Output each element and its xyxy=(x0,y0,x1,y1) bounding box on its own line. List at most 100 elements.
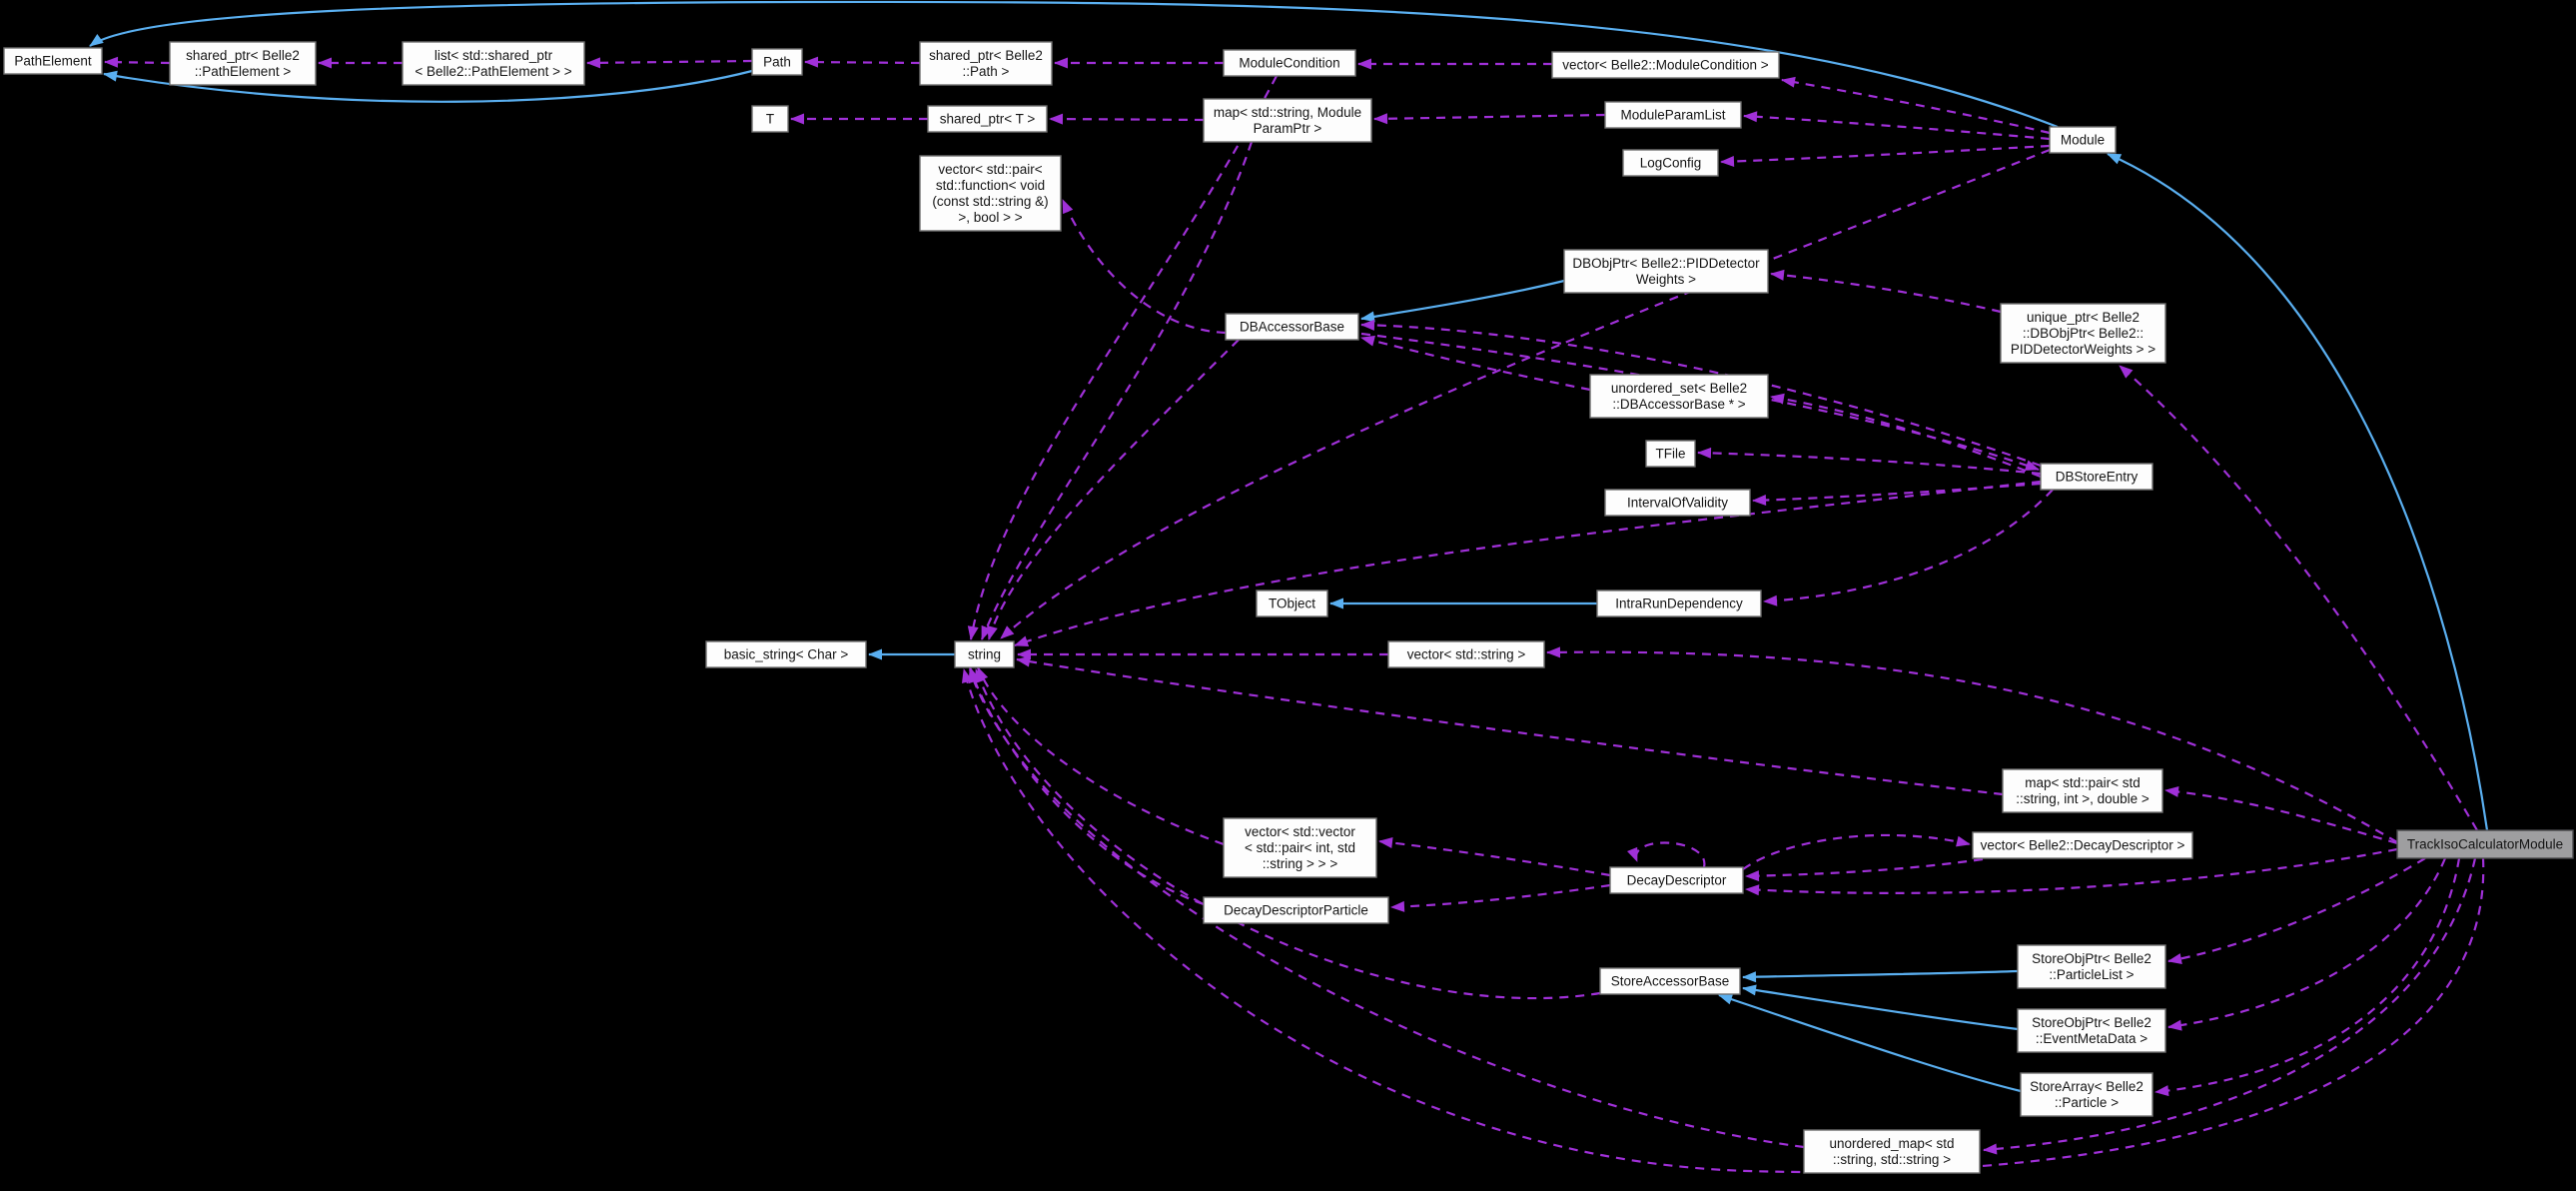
class-node-box xyxy=(1604,489,1751,517)
class-node-decayDescriptor[interactable]: DecayDescriptor xyxy=(1609,866,1744,894)
edge-dbAccessorBase-to-dbStoreEntry xyxy=(1360,332,2040,472)
class-node-box xyxy=(2040,463,2153,491)
class-node-mapPairStringIntDouble[interactable]: map< std::pair< std::string, int >, doub… xyxy=(2002,768,2163,813)
class-node-box xyxy=(751,48,803,76)
edge-module-to-string xyxy=(1000,148,2051,639)
class-node-moduleParamList[interactable]: ModuleParamList xyxy=(1604,101,1742,129)
class-node-module[interactable]: Module xyxy=(2049,126,2117,154)
class-node-box xyxy=(1551,51,1780,79)
edges-layer xyxy=(89,0,2489,1174)
edge-sharedPtrPathElement-to-pathElement xyxy=(104,56,171,68)
class-node-tObject[interactable]: TObject xyxy=(1256,590,1328,617)
class-node-sharedPtrT[interactable]: shared_ptr< T > xyxy=(927,105,1048,133)
class-node-pathElement[interactable]: PathElement xyxy=(3,47,103,75)
class-node-box xyxy=(3,47,103,75)
class-node-box xyxy=(2049,126,2117,154)
class-node-storeObjPtrEventMetaData[interactable]: StoreObjPtr< Belle2::EventMetaData > xyxy=(2017,1008,2166,1053)
class-node-label: DecayDescriptor xyxy=(1627,873,1727,888)
class-node-trackIsoCalculatorModule[interactable]: TrackIsoCalculatorModule xyxy=(2396,829,2574,859)
class-node-dbAccessorBase[interactable]: DBAccessorBase xyxy=(1225,313,1359,341)
class-node-label: T xyxy=(766,112,774,127)
class-node-tFile[interactable]: TFile xyxy=(1645,440,1696,468)
class-node-storeArrayParticle[interactable]: StoreArray< Belle2::Particle > xyxy=(2020,1072,2153,1117)
edge-trackIsoCalculatorModule-to-decayDescriptor xyxy=(1745,847,2398,896)
class-node-label: basic_string< Char > xyxy=(724,647,849,662)
class-node-basicStringChar[interactable]: basic_string< Char > xyxy=(705,640,867,668)
class-node-label: unique_ptr< Belle2::DBObjPtr< Belle2::PI… xyxy=(2011,310,2155,357)
class-node-uniquePtrDBObjPtr[interactable]: unique_ptr< Belle2::DBObjPtr< Belle2::PI… xyxy=(2000,303,2166,364)
class-node-box xyxy=(1203,896,1389,924)
class-node-unorderedSetDBAccessorBase[interactable]: unordered_set< Belle2::DBAccessorBase * … xyxy=(1589,374,1769,419)
edge-dbStoreEntry-to-tFile xyxy=(1697,447,2042,476)
class-node-storeAccessorBase[interactable]: StoreAccessorBase xyxy=(1599,967,1741,995)
edge-unorderedSetDBAccessorBase-to-dbAccessorBase xyxy=(1360,335,1591,392)
edge-storeObjPtrEventMetaData-to-storeAccessorBase xyxy=(1742,984,2019,1031)
class-node-label: vector< std::pair<std::function< void(co… xyxy=(932,162,1048,225)
class-node-vectorStdString[interactable]: vector< std::string > xyxy=(1387,640,1545,668)
class-node-box xyxy=(1599,967,1741,995)
edge-trackIsoCalculatorModule-to-string xyxy=(961,668,2485,1174)
edge-module-to-logConfig xyxy=(1720,144,2051,168)
class-node-label: Path xyxy=(763,55,791,70)
class-node-box xyxy=(919,155,1062,232)
edge-sharedPtrPath-to-path xyxy=(804,56,921,68)
class-node-box xyxy=(1563,249,1769,294)
class-node-intraRunDependency[interactable]: IntraRunDependency xyxy=(1596,590,1762,617)
class-node-label: TFile xyxy=(1656,447,1686,462)
class-node-vectorPairFunctionBool[interactable]: vector< std::pair<std::function< void(co… xyxy=(919,155,1062,232)
class-node-box xyxy=(2017,944,2166,989)
class-node-unorderedMapStringString[interactable]: unordered_map< std::string, std::string … xyxy=(1803,1129,1981,1174)
edge-dbObjPtrPIDWeights-to-dbAccessorBase xyxy=(1360,279,1565,323)
edge-path-to-listSharedPtrPathElement xyxy=(586,57,753,69)
class-node-box xyxy=(2017,1008,2166,1053)
class-node-sharedPtrPathElement[interactable]: shared_ptr< Belle2::PathElement > xyxy=(169,41,317,86)
class-node-box xyxy=(1604,101,1742,129)
class-node-box xyxy=(705,640,867,668)
class-node-label: unordered_set< Belle2::DBAccessorBase * … xyxy=(1611,381,1747,412)
class-node-path[interactable]: Path xyxy=(751,48,803,76)
class-node-moduleCondition[interactable]: ModuleCondition xyxy=(1223,49,1356,77)
edge-path-to-pathElement xyxy=(103,69,753,103)
edge-moduleCondition-to-string xyxy=(967,75,1278,640)
class-node-decayDescriptorParticle[interactable]: DecayDescriptorParticle xyxy=(1203,896,1389,924)
class-node-label: shared_ptr< Belle2::PathElement > xyxy=(186,48,300,79)
edge-module-to-pathElement xyxy=(89,0,2059,129)
class-node-logConfig[interactable]: LogConfig xyxy=(1622,149,1719,177)
class-node-box xyxy=(1225,313,1359,341)
class-node-label: TrackIsoCalculatorModule xyxy=(2407,837,2563,852)
edge-trackIsoCalculatorModule-to-mapPairStringIntDouble xyxy=(2164,785,2398,845)
class-node-box xyxy=(169,41,317,86)
class-node-label: unordered_map< std::string, std::string … xyxy=(1830,1136,1955,1167)
class-node-box xyxy=(1609,866,1744,894)
class-node-label: ModuleCondition xyxy=(1239,56,1339,71)
class-node-listSharedPtrPathElement[interactable]: list< std::shared_ptr< Belle2::PathEleme… xyxy=(402,41,585,86)
class-node-string[interactable]: string xyxy=(954,640,1015,668)
edge-vectorVectorPairIntString-to-string xyxy=(976,666,1225,846)
class-node-label: shared_ptr< Belle2::Path > xyxy=(929,48,1043,79)
class-node-box xyxy=(1972,831,2193,859)
class-node-label: StoreObjPtr< Belle2::EventMetaData > xyxy=(2032,1015,2151,1046)
edge-mapPairStringIntDouble-to-string xyxy=(1016,655,2004,796)
class-node-t[interactable]: T xyxy=(751,105,789,133)
class-node-intervalOfValidity[interactable]: IntervalOfValidity xyxy=(1604,489,1751,517)
class-node-dbStoreEntry[interactable]: DBStoreEntry xyxy=(2040,463,2153,491)
edge-trackIsoCalculatorModule-to-storeObjPtrEventMetaData xyxy=(2167,857,2447,1031)
edge-decayDescriptor-to-decayDescriptorParticle xyxy=(1390,883,1611,912)
class-node-box xyxy=(1622,149,1719,177)
class-node-label: StoreObjPtr< Belle2::ParticleList > xyxy=(2032,951,2151,982)
class-node-label: DBStoreEntry xyxy=(2056,470,2139,485)
class-node-vectorModuleCondition[interactable]: vector< Belle2::ModuleCondition > xyxy=(1551,51,1780,79)
class-node-storeObjPtrParticleList[interactable]: StoreObjPtr< Belle2::ParticleList > xyxy=(2017,944,2166,989)
class-node-vectorBelle2DecayDescriptor[interactable]: vector< Belle2::DecayDescriptor > xyxy=(1972,831,2193,859)
class-node-box xyxy=(402,41,585,86)
class-node-sharedPtrPath[interactable]: shared_ptr< Belle2::Path > xyxy=(919,41,1053,86)
class-node-label: vector< std::string > xyxy=(1407,647,1526,662)
class-node-vectorVectorPairIntString[interactable]: vector< std::vector< std::pair< int, std… xyxy=(1223,817,1377,878)
edge-trackIsoCalculatorModule-to-unorderedMapStringString xyxy=(1983,857,2477,1155)
class-node-label: StoreArray< Belle2::Particle > xyxy=(2030,1079,2144,1110)
class-node-box xyxy=(1223,817,1377,878)
